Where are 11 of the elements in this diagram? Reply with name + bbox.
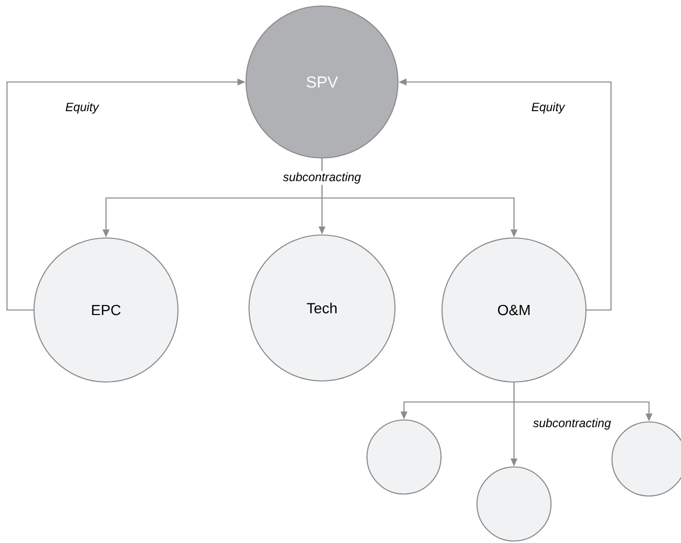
circle-node xyxy=(476,466,552,542)
edge-label: Equity xyxy=(64,101,100,115)
circle-node: SPV xyxy=(245,5,399,159)
circle-node xyxy=(366,419,442,495)
circle-node: EPC xyxy=(33,237,179,383)
edge-label: Equity xyxy=(530,101,566,115)
edge-label: subcontracting xyxy=(282,171,362,185)
circle-node: Tech xyxy=(248,234,396,382)
circle-node: O&M xyxy=(441,237,587,383)
circle-node xyxy=(611,421,681,497)
edge-label: subcontracting xyxy=(532,417,612,431)
